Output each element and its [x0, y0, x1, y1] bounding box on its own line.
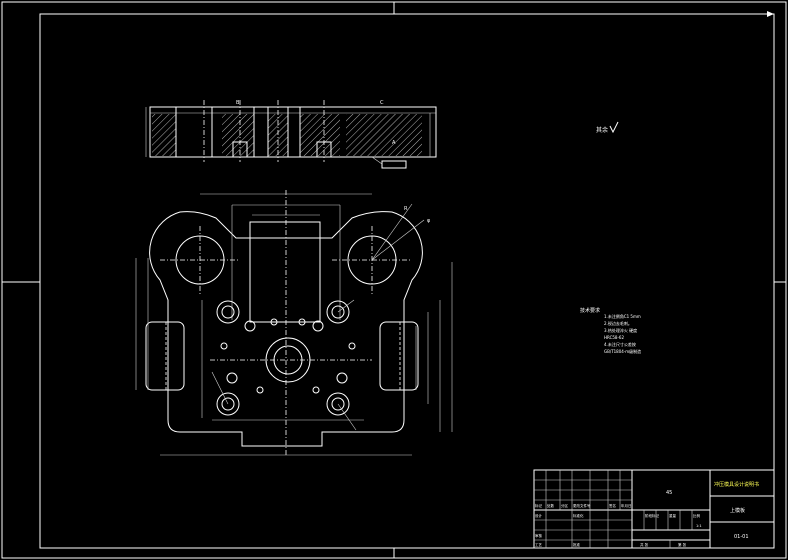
surface-finish-note: 其余	[596, 121, 619, 134]
dim-label: A	[392, 140, 396, 146]
section-view: A B C	[145, 100, 437, 169]
tb-drawing-no: 01-01	[734, 534, 749, 540]
tb-stage-label: 比例	[693, 513, 701, 518]
tb-row-value: 批准	[573, 542, 581, 547]
tb-material: 45	[666, 490, 672, 496]
surface-finish-label: 其余	[596, 126, 608, 134]
tb-sheet-count: 共 张	[640, 542, 649, 547]
tb-design-title: 冲压模具设计说明书	[714, 481, 759, 488]
tb-stage-label: 阶段标记	[645, 513, 659, 518]
tech-req-line: HRC58-62	[604, 335, 624, 340]
tech-req-line: 3.热处理淬火 硬度	[604, 327, 637, 333]
tb-part-name: 上模板	[730, 507, 745, 514]
tb-sheet-no: 第 张	[678, 542, 687, 547]
tb-mark: 分区	[561, 503, 569, 508]
dim-label: B	[236, 100, 240, 106]
tech-req-line: 2.锐边去毛刺。	[604, 320, 632, 326]
dim-label: φ	[427, 218, 431, 224]
tech-req-line: 4.未注尺寸公差按	[604, 341, 636, 347]
technical-requirements: 技术要求 1.未注倒角C1 5mm 2.锐边去毛刺。 3.热处理淬火 硬度 HR…	[580, 307, 641, 354]
tb-mark: 签名	[609, 503, 616, 508]
plan-view: R φ	[135, 190, 453, 456]
tb-row-label: 设计	[535, 513, 543, 518]
tb-mark: 标记	[535, 503, 543, 508]
tb-row-value: 标准化	[573, 513, 584, 518]
tb-row-label: 审核	[535, 533, 543, 538]
tech-req-title: 技术要求	[580, 307, 600, 314]
tech-req-line: GB/T1804-m级制造	[604, 348, 641, 354]
tb-stage-label: 重量	[669, 513, 677, 518]
dim-label: R	[404, 206, 408, 212]
tb-row-label: 工艺	[535, 542, 543, 547]
tb-mark: 更改文件号	[573, 503, 591, 508]
tb-scale: 1:1	[696, 524, 702, 528]
dim-label: C	[380, 100, 384, 106]
tb-mark: 年月日	[621, 503, 632, 508]
tech-req-line: 1.未注倒角C1 5mm	[604, 313, 641, 319]
tb-mark: 处数	[547, 503, 555, 508]
title-block: 标记 处数 分区 更改文件号 签名 年月日 设计 审核 工艺 标准化 批准 45…	[533, 469, 775, 549]
